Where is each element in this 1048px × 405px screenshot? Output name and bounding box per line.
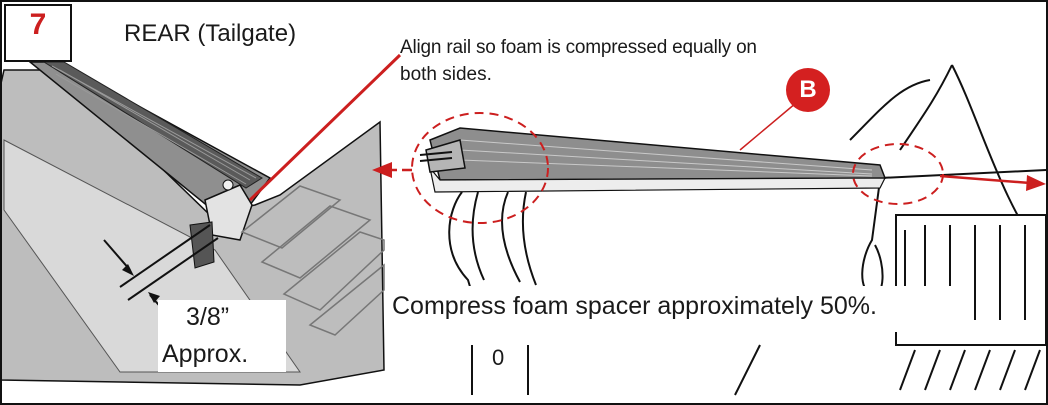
right-foam-highlight: [852, 143, 944, 205]
left-arrow-icon: [372, 162, 392, 178]
compress-note: Compress foam spacer approximately 50%.: [392, 292, 877, 320]
rail-closeup-panel: [0, 53, 402, 386]
right-arrow-icon: [1026, 175, 1046, 191]
section-title: REAR (Tailgate): [124, 20, 297, 47]
align-note-line2: both sides.: [400, 64, 492, 85]
dial-mark: 0: [492, 345, 505, 370]
align-note-line1: Align rail so foam is compressed equally…: [400, 37, 757, 58]
left-foam-highlight: [411, 112, 549, 224]
measure-approx: Approx.: [162, 340, 249, 368]
callout-b-badge: B: [786, 68, 830, 112]
step-badge: 7: [4, 4, 72, 62]
step-number: 7: [29, 8, 47, 41]
measure-value: 3/8”: [186, 303, 230, 331]
